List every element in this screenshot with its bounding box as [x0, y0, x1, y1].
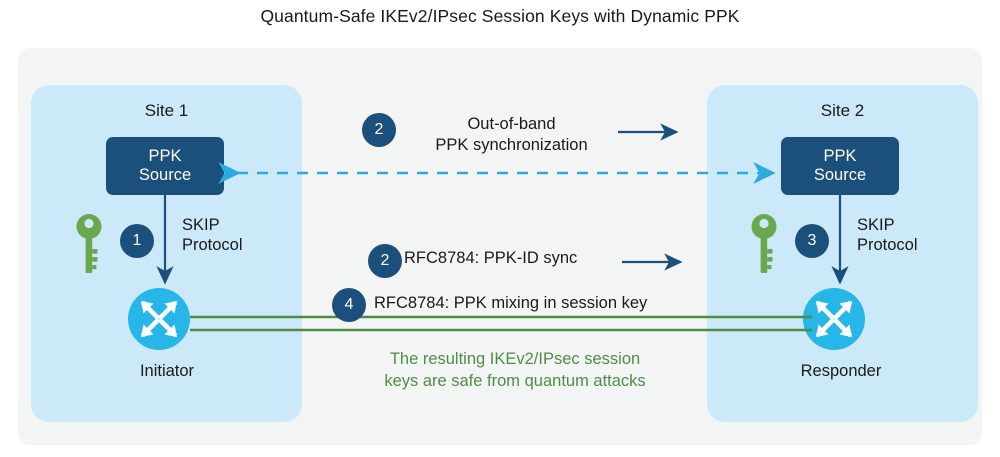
step-badge-1: 1 — [120, 224, 154, 258]
session-key-note-line1: The resulting IKEv2/IPsec session — [389, 350, 641, 368]
router-icon[interactable] — [803, 288, 865, 350]
skip-label-line2: Protocol — [857, 235, 918, 254]
skip-label-line1: SKIP — [857, 216, 895, 234]
ppk-source-label-line2: Source — [138, 166, 192, 184]
step-badge-2-rfc-sync: 2 — [368, 244, 402, 278]
key-icon — [74, 213, 104, 275]
oob-label-line2: PPK synchronization — [435, 136, 588, 155]
site-1-title: Site 1 — [144, 101, 189, 120]
ppk-source-label-line1: PPK — [148, 146, 182, 165]
ppk-source-box-right[interactable]: PPK Source — [781, 137, 899, 195]
device-label-initiator: Initiator — [139, 362, 195, 380]
skip-protocol-label-left: SKIP Protocol — [182, 216, 243, 256]
router-icon[interactable] — [128, 288, 190, 350]
session-key-note: The resulting IKEv2/IPsec session keys a… — [330, 349, 700, 393]
step-badge-2-oob: 2 — [362, 113, 396, 147]
device-label-responder: Responder — [800, 362, 882, 380]
skip-label-line2: Protocol — [182, 235, 243, 254]
out-of-band-label: Out-of-band PPK synchronization — [404, 114, 619, 156]
rfc8784-ppk-id-sync-label: RFC8784: PPK-ID sync — [404, 249, 578, 267]
step-badge-4: 4 — [332, 288, 366, 322]
ppk-source-label-line2: Source — [813, 166, 867, 184]
session-key-note-line2: keys are safe from quantum attacks — [384, 371, 646, 390]
ppk-source-box-left[interactable]: PPK Source — [106, 137, 224, 195]
skip-protocol-label-right: SKIP Protocol — [857, 216, 918, 256]
site-2-title: Site 2 — [820, 101, 865, 120]
oob-label-line1: Out-of-band — [467, 115, 556, 133]
key-icon — [749, 213, 779, 275]
skip-label-line1: SKIP — [182, 216, 220, 234]
step-badge-3: 3 — [795, 224, 829, 258]
ppk-source-label-line1: PPK — [823, 146, 857, 165]
page-title: Quantum-Safe IKEv2/IPsec Session Keys wi… — [260, 6, 740, 26]
rfc8784-ppk-mixing-label: RFC8784: PPK mixing in session key — [374, 294, 648, 312]
